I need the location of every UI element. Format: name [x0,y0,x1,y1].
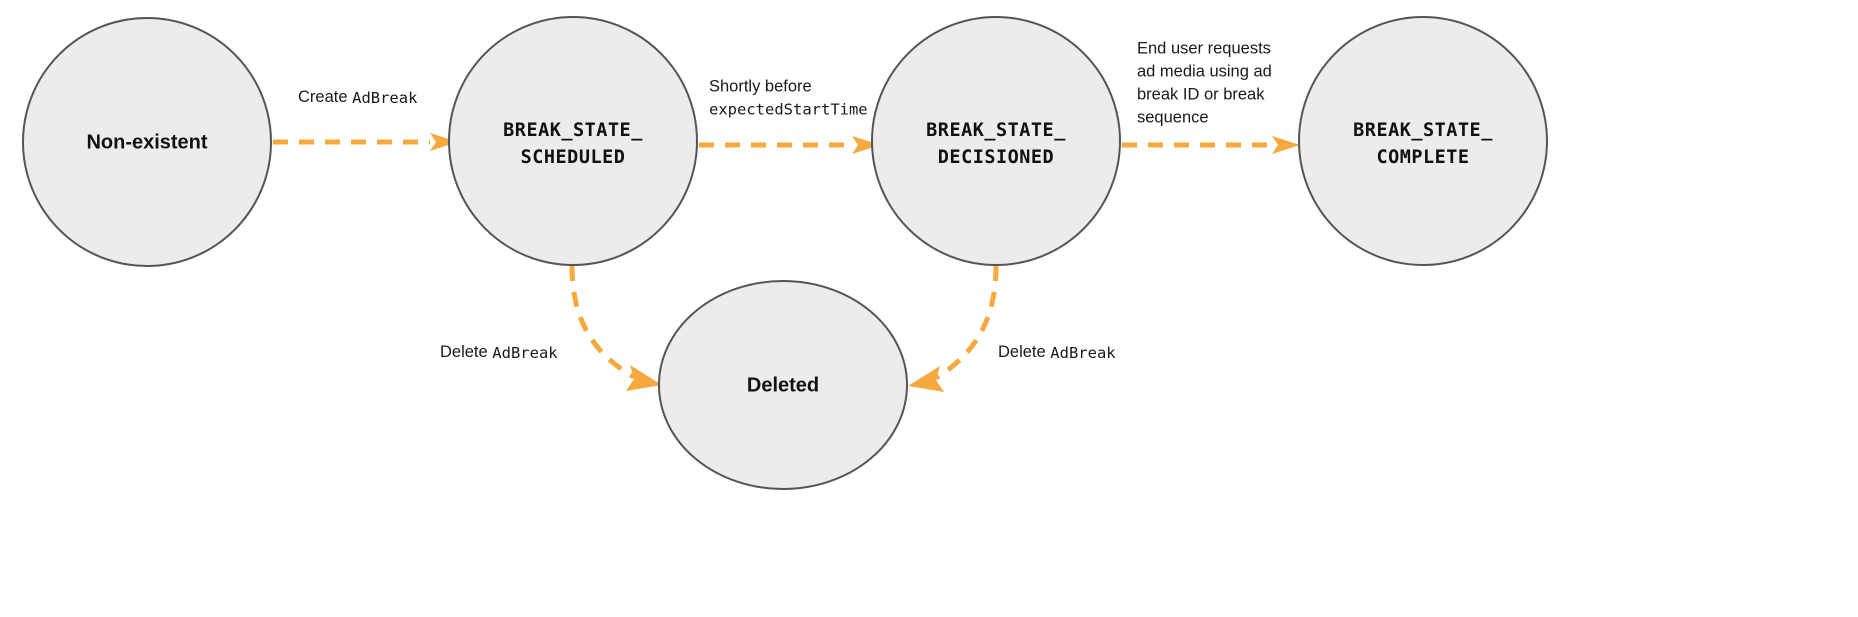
state-label: Deleted [747,374,819,396]
svg-text:Shortly before: Shortly before [709,77,812,95]
edge-scheduled-to-deleted [569,265,662,391]
state-circle[interactable] [871,16,1121,266]
edge-label-create-adbreak: Create AdBreak [298,88,418,106]
svg-text:ad media using ad: ad media using ad [1137,62,1272,80]
state-circle[interactable] [1298,16,1548,266]
svg-text:Delete AdBreak: Delete AdBreak [440,343,558,361]
state-node-break-state-decisioned[interactable]: BREAK_STATE_ DECISIONED [871,16,1121,266]
svg-text:expectedStartTime: expectedStartTime [709,101,868,119]
arrowhead-icon [626,365,662,391]
arrowhead-icon [908,366,944,392]
arrowhead-icon [430,133,458,151]
edge-label-scheduled-to-decisioned: Shortly before expectedStartTime [709,77,868,118]
svg-text:Create AdBreak: Create AdBreak [298,88,418,106]
state-node-deleted[interactable]: Deleted [658,280,908,490]
state-node-break-state-complete[interactable]: BREAK_STATE_ COMPLETE [1298,16,1548,266]
edge-create-adbreak [273,133,458,151]
edge-label-scheduled-to-deleted: Delete AdBreak [440,343,558,361]
svg-text:sequence: sequence [1137,108,1209,126]
edge-scheduled-to-decisioned [699,136,880,154]
svg-text:break ID or break: break ID or break [1137,85,1265,103]
edge-label-decisioned-to-deleted: Delete AdBreak [998,343,1116,361]
state-label: Non-existent [86,131,207,153]
edge-decisioned-to-deleted [908,265,999,392]
state-circle[interactable] [448,16,698,266]
svg-text:End user requests: End user requests [1137,39,1271,57]
state-label-line1: BREAK_STATE_ [503,120,643,141]
edge-label-decisioned-to-complete: End user requests ad media using ad brea… [1137,39,1272,126]
state-circle[interactable] [22,17,272,267]
state-circle[interactable] [658,280,908,490]
arrowhead-icon [1272,136,1300,154]
state-node-break-state-scheduled[interactable]: BREAK_STATE_ SCHEDULED [448,16,698,266]
state-node-non-existent[interactable]: Non-existent [22,17,272,267]
state-label-line2: COMPLETE [1376,147,1469,168]
edge-decisioned-to-complete [1122,136,1300,154]
state-label-line2: DECISIONED [938,147,1054,168]
state-label-line1: BREAK_STATE_ [926,120,1066,141]
state-label-line2: SCHEDULED [521,147,626,168]
state-label-line1: BREAK_STATE_ [1353,120,1493,141]
svg-text:Delete AdBreak: Delete AdBreak [998,343,1116,361]
arrowhead-icon [852,136,880,154]
